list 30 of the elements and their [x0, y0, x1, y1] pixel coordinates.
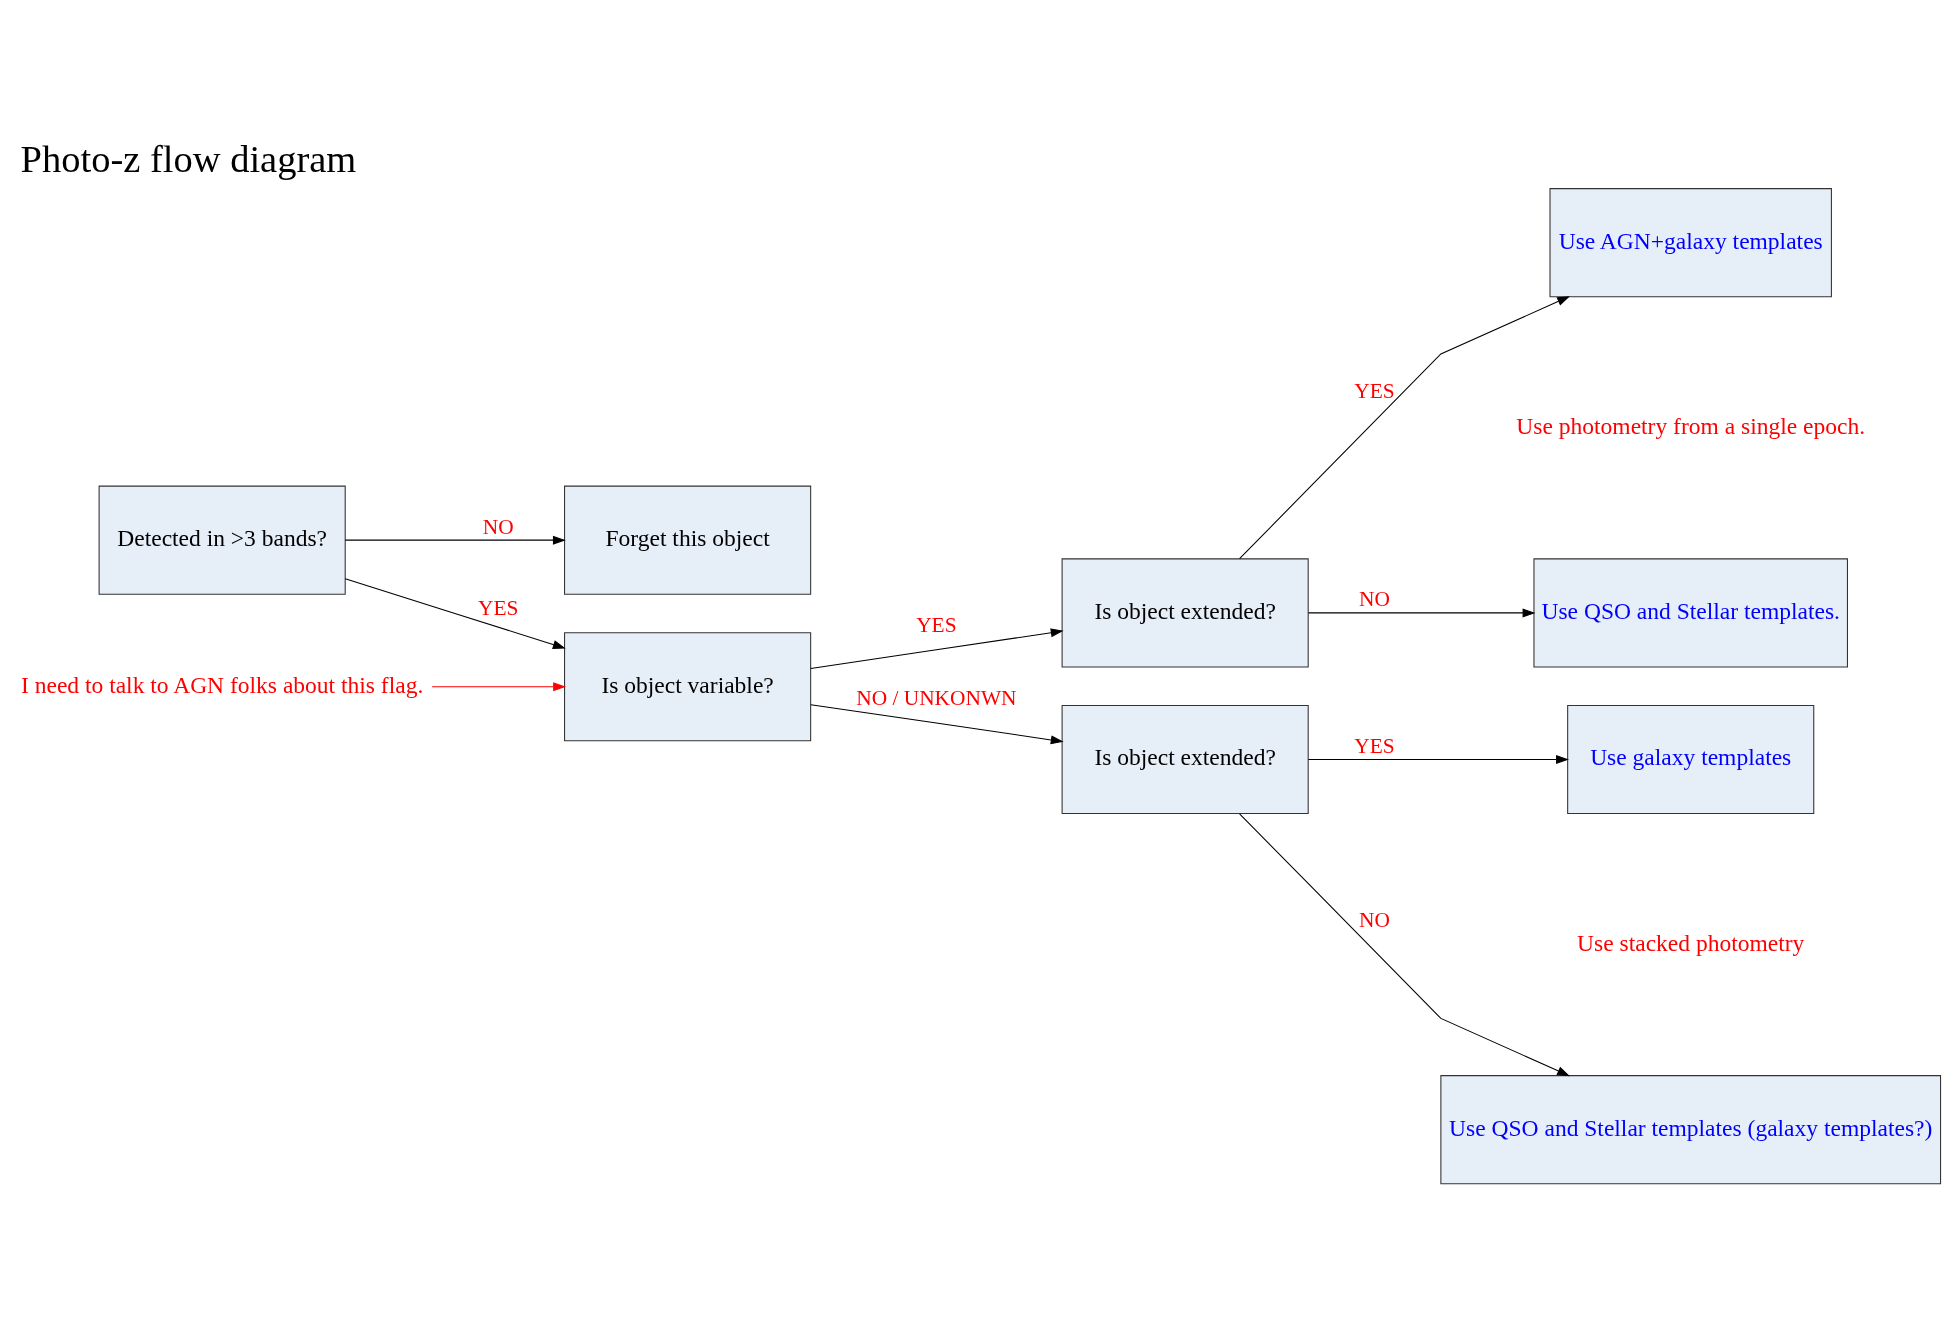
node-text: I need to talk to AGN folks about this flag.: [21, 671, 424, 698]
node-box: Use QSO and Stellar templates.: [1533, 558, 1848, 668]
node-box: Is object variable?: [564, 632, 812, 742]
arrow: [810, 628, 1064, 670]
node-box: Use galaxy templates: [1567, 704, 1815, 815]
edge-label: NO / UNKONWN: [856, 685, 1017, 710]
arrow: [1239, 296, 1570, 560]
node-box: Is object extended?: [1061, 704, 1309, 815]
edge-label: NO: [1359, 908, 1390, 933]
edge-label: NO: [482, 514, 514, 539]
arrow: [431, 682, 567, 692]
node-box: Use QSO and Stellar templates (galaxy templates?): [1440, 1075, 1942, 1185]
arrow: [1239, 813, 1570, 1077]
edge-label: YES: [916, 613, 957, 638]
node-box: Is object extended?: [1061, 558, 1309, 668]
arrow: [810, 704, 1064, 745]
node-box: Forget this object: [564, 485, 812, 595]
arrow: [344, 535, 566, 545]
diagram-title: Photo-z flow diagram: [20, 138, 357, 181]
edge-label: YES: [1354, 378, 1395, 403]
arrow: [1307, 608, 1536, 618]
edge-label: YES: [478, 596, 519, 621]
edge-label: NO: [1359, 587, 1390, 612]
arrow: [1307, 754, 1569, 764]
node-box: Detected in >3 bands?: [98, 485, 346, 595]
edge-label: YES: [1354, 734, 1395, 759]
node-box: Use AGN+galaxy templates: [1549, 188, 1832, 298]
arrow: [344, 578, 566, 649]
label: Use stacked photometry: [1577, 929, 1805, 956]
label: Use photometry from a single epoch.: [1516, 412, 1866, 439]
